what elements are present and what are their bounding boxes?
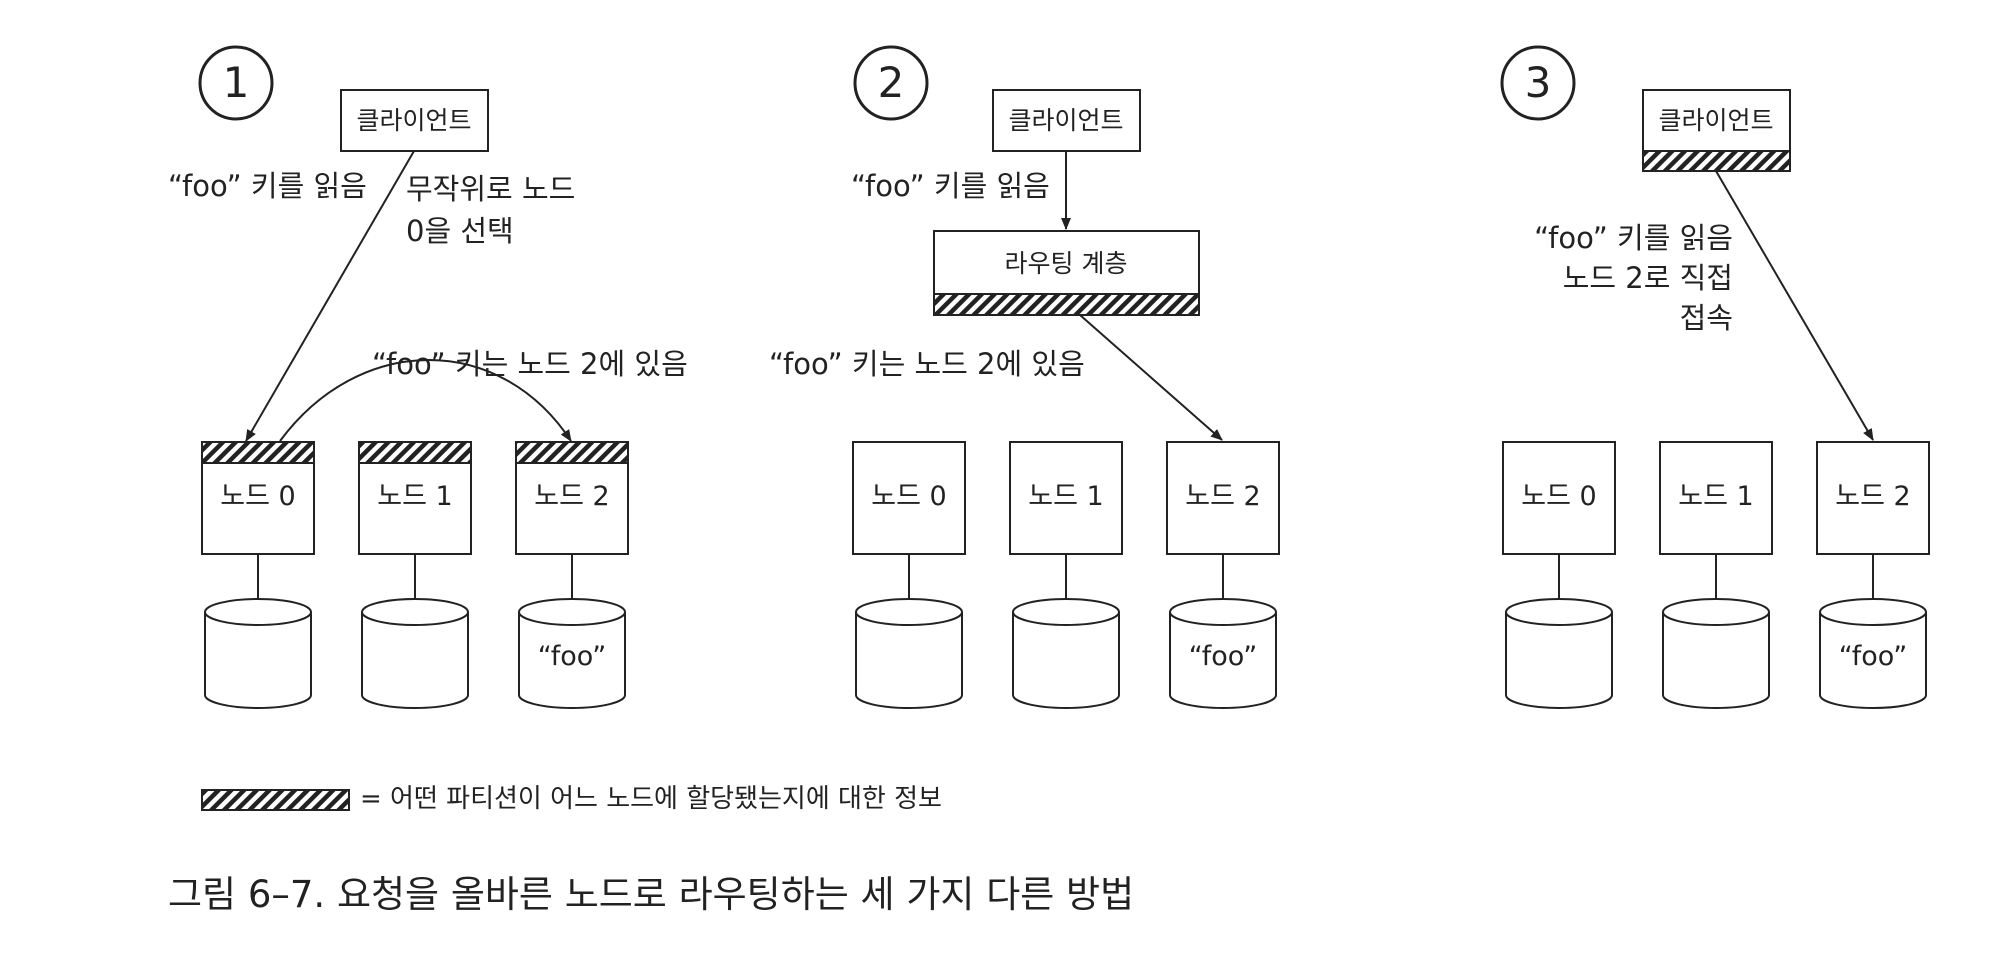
database-cylinder bbox=[1505, 598, 1613, 709]
node-box-1 bbox=[1659, 441, 1773, 555]
arrow-node-0-to-node-2 bbox=[279, 359, 572, 442]
node-label: 노드 2 bbox=[1185, 481, 1260, 512]
node-label: 노드 2 bbox=[1835, 481, 1910, 512]
database-cylinder bbox=[1169, 598, 1277, 709]
node-label: 노드 0 bbox=[220, 481, 295, 512]
panel-3: 3 클라이언트 “foo” 키를 읽음 노드 2로 직접 접속 노드 0 노드 … bbox=[1500, 45, 1930, 709]
client-label: 클라이언트 bbox=[1658, 106, 1773, 135]
routing-info-hatch bbox=[515, 441, 629, 464]
panel-1: 1 클라이언트 “foo” 키를 읽음 무작위로 노드 0을 선택 “foo” … bbox=[168, 45, 688, 709]
db-key-label: “foo” bbox=[538, 641, 607, 672]
panel-2: 2 클라이언트 “foo” 키를 읽음 라우팅 계층 “foo” 키는 노드 2… bbox=[769, 45, 1280, 709]
arrow-client-to-node-0 bbox=[245, 150, 415, 442]
legend: = 어떤 파티션이 어느 노드에 할당됐는지에 대한 정보 bbox=[201, 784, 942, 814]
select-node-label: 0을 선택 bbox=[406, 214, 514, 248]
db-key-label: “foo” bbox=[1189, 641, 1258, 672]
legend-text: = 어떤 파티션이 어느 노드에 할당됐는지에 대한 정보 bbox=[360, 784, 942, 814]
routing-layer-label: 라우팅 계층 bbox=[1005, 249, 1128, 278]
node-label: 노드 0 bbox=[871, 481, 946, 512]
database-cylinder bbox=[518, 598, 626, 709]
step-number: 2 bbox=[878, 58, 905, 107]
database-cylinder bbox=[204, 598, 312, 709]
client-label: 클라이언트 bbox=[1008, 106, 1123, 135]
db-key-label: “foo” bbox=[1839, 641, 1908, 672]
read-key-label: “foo” 키를 읽음 bbox=[851, 169, 1050, 203]
client-label: 클라이언트 bbox=[356, 106, 471, 135]
key-location-label: “foo” 키는 노드 2에 있음 bbox=[769, 347, 1085, 381]
step-number: 1 bbox=[223, 58, 250, 107]
client-box bbox=[340, 89, 489, 152]
node-box-1 bbox=[1009, 441, 1123, 555]
node-box-2 bbox=[1166, 441, 1280, 555]
read-key-label: “foo” 키를 읽음 bbox=[1534, 221, 1733, 255]
legend-hatch-swatch bbox=[201, 789, 350, 811]
step-number: 3 bbox=[1525, 58, 1552, 107]
figure-caption: 그림 6–7. 요청을 올바른 노드로 라우팅하는 세 가지 다른 방법 bbox=[168, 873, 1134, 916]
node-label: 노드 1 bbox=[1678, 481, 1753, 512]
node-box-0 bbox=[1502, 441, 1616, 555]
routing-info-hatch bbox=[201, 441, 315, 464]
routing-info-hatch bbox=[358, 441, 472, 464]
database-cylinder bbox=[361, 598, 469, 709]
database-cylinder bbox=[1819, 598, 1927, 709]
database-cylinder bbox=[855, 598, 963, 709]
step-number-circle bbox=[1500, 45, 1576, 121]
node-label: 노드 1 bbox=[377, 481, 452, 512]
step-number-circle bbox=[198, 45, 274, 121]
arrow-client-to-node-2 bbox=[1715, 170, 1874, 441]
node-label: 노드 1 bbox=[1028, 481, 1103, 512]
key-location-label: “foo” 키는 노드 2에 있음 bbox=[372, 347, 688, 381]
node-box-0 bbox=[852, 441, 966, 555]
arrow-routing-layer-to-node-2 bbox=[1079, 314, 1223, 441]
direct-connect-label: 노드 2로 직접 bbox=[1563, 261, 1733, 295]
node-box-2 bbox=[1816, 441, 1930, 555]
connect-label: 접속 bbox=[1680, 301, 1733, 335]
step-number-circle bbox=[853, 45, 929, 121]
read-key-label: “foo” 키를 읽음 bbox=[168, 169, 367, 203]
database-cylinder bbox=[1012, 598, 1120, 709]
database-cylinder bbox=[1662, 598, 1770, 709]
random-node-label: 무작위로 노드 bbox=[406, 172, 575, 206]
routing-info-hatch bbox=[1642, 150, 1791, 172]
node-label: 노드 2 bbox=[534, 481, 609, 512]
routing-info-hatch bbox=[933, 293, 1200, 316]
client-box bbox=[992, 89, 1141, 152]
node-label: 노드 0 bbox=[1521, 481, 1596, 512]
